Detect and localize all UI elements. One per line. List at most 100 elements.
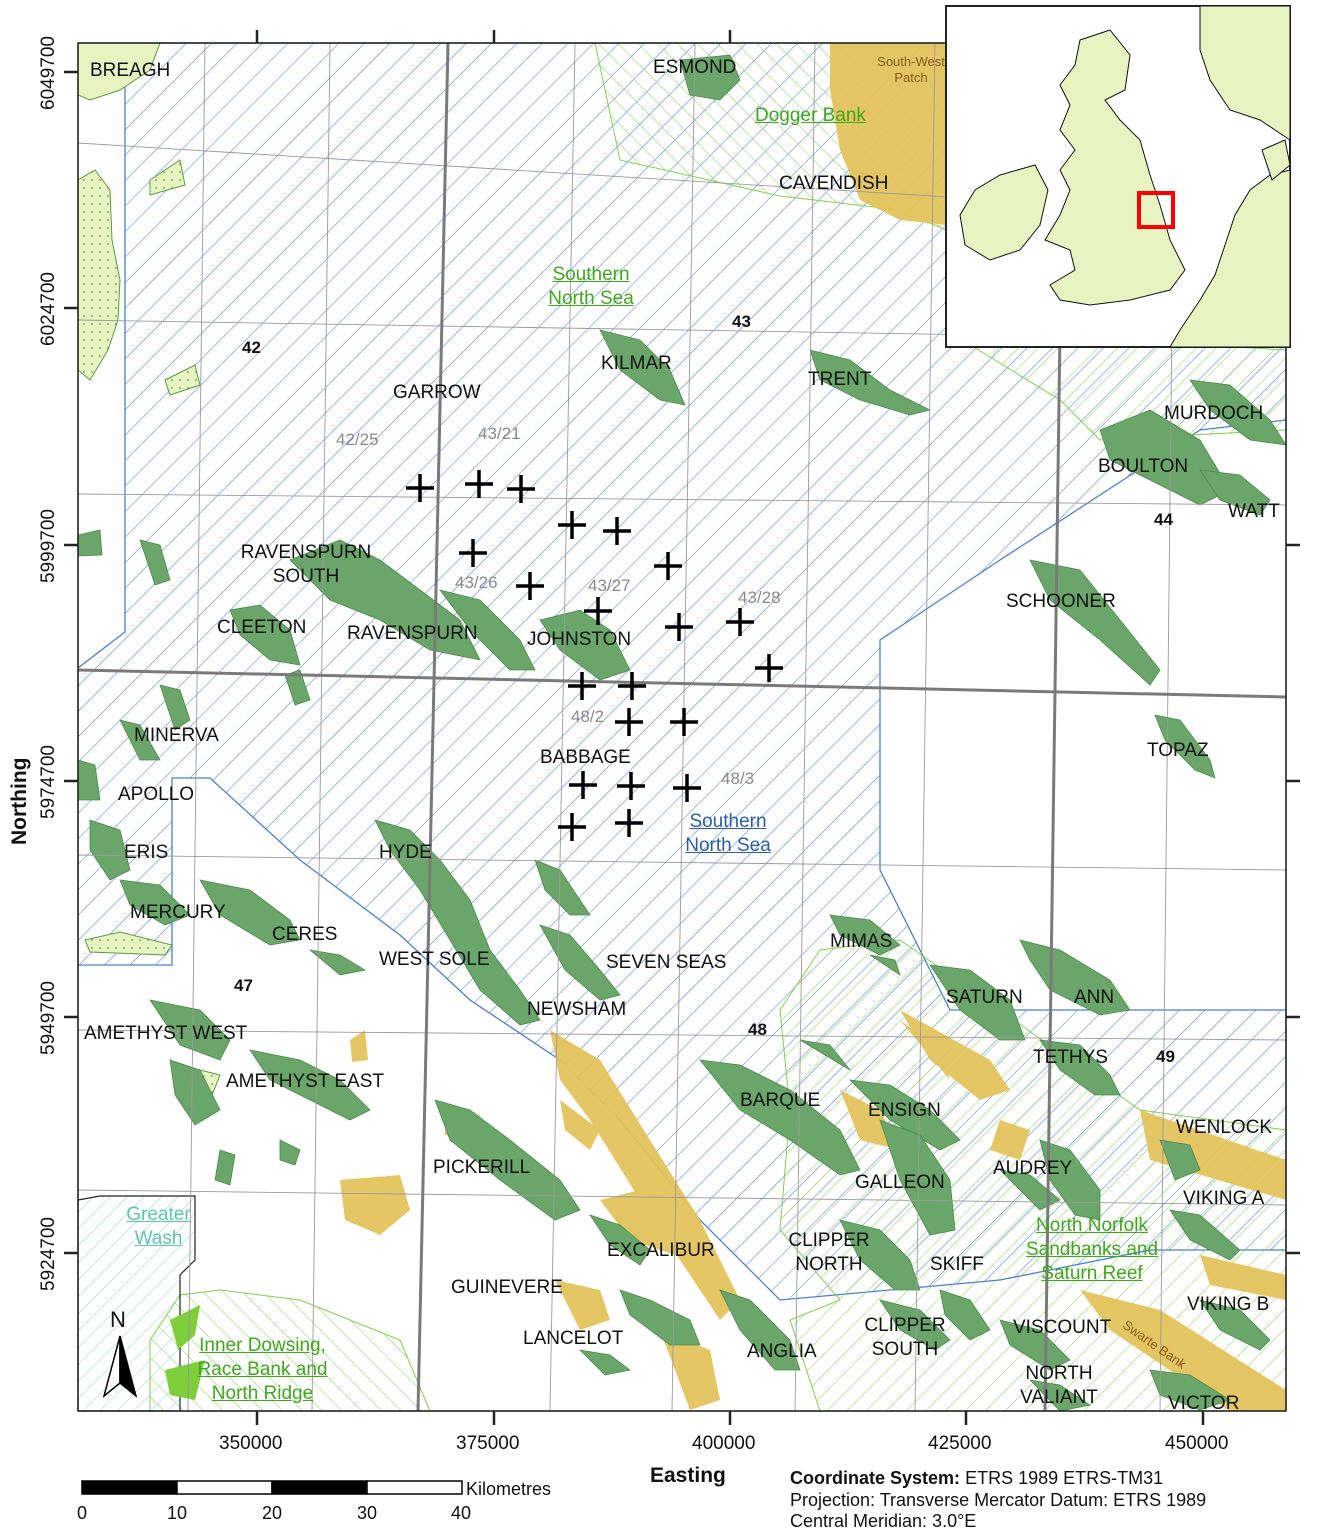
inset-denmark-land <box>1261 139 1291 181</box>
survey-cross-marker <box>670 708 698 736</box>
field-label: CLIPPER NORTH <box>788 1230 870 1276</box>
field-label: VIKING B <box>1187 1294 1270 1315</box>
field-label: SCHOONER <box>1006 591 1116 612</box>
field-label: VIKING A <box>1183 1188 1265 1209</box>
field-label: AMETHYST WEST <box>84 1023 248 1044</box>
quadrant-label: 48 <box>748 1020 767 1039</box>
y-tick-label: 5949700 <box>38 981 59 1055</box>
coast-land <box>164 364 201 396</box>
scale-label: 20 <box>262 1503 283 1523</box>
quadrant-label: 42 <box>242 338 261 357</box>
field-label: JOHNSTON <box>527 629 632 650</box>
survey-cross-marker <box>603 517 631 545</box>
sandbank-label: South-West Patch <box>877 54 945 85</box>
x-tick-label: 350000 <box>219 1433 283 1454</box>
field-label: ANN <box>1074 987 1115 1008</box>
field-label: VICTOR <box>1168 1393 1240 1414</box>
protected-area-label: Dogger Bank <box>755 105 866 126</box>
x-tick-label: 450000 <box>1165 1433 1229 1454</box>
x-axis-title: Easting <box>650 1464 726 1487</box>
inset-ireland-land <box>959 164 1049 261</box>
field-label: BOULTON <box>1098 456 1189 477</box>
x-tick-label: 375000 <box>456 1433 520 1454</box>
field-label: TRENT <box>808 369 872 390</box>
field-label: MERCURY <box>130 902 226 923</box>
quadrant-label: 49 <box>1156 1047 1175 1066</box>
field-label: LANCELOT <box>523 1328 624 1349</box>
survey-cross-marker <box>568 672 596 700</box>
field-label: EXCALIBUR <box>607 1240 715 1261</box>
survey-cross-marker <box>569 771 597 799</box>
field-label: MIMAS <box>830 931 893 952</box>
quadrant-label: 47 <box>234 976 253 995</box>
survey-cross-marker <box>558 511 586 539</box>
inset-europe-land <box>1169 169 1291 348</box>
field-label: WENLOCK <box>1176 1117 1273 1138</box>
coast-land <box>78 43 161 101</box>
north-norfolk-area <box>779 939 1286 1411</box>
north-arrow-icon <box>102 1335 138 1399</box>
survey-cross-marker <box>654 552 682 580</box>
field-label: NEWSHAM <box>527 999 627 1020</box>
survey-cross-marker <box>406 474 434 502</box>
coast-land <box>149 159 186 196</box>
coordinate-info: Coordinate System: ETRS 1989 ETRS-TM31 P… <box>790 1468 1206 1533</box>
field-label: CERES <box>272 924 338 945</box>
field-label: AMETHYST EAST <box>226 1071 385 1092</box>
field-label: BABBAGE <box>540 747 631 768</box>
north-arrow-label: N <box>110 1307 126 1332</box>
survey-cross-marker <box>615 809 643 837</box>
field-label: RAVENSPURN <box>347 623 478 644</box>
field-label: SEVEN SEAS <box>606 952 727 973</box>
block-label: 42/25 <box>336 430 379 449</box>
block-label: 43/28 <box>738 588 781 607</box>
block-grid <box>78 43 1286 1411</box>
scale-label: 30 <box>357 1503 378 1523</box>
quadrant-grid <box>78 43 1286 1411</box>
survey-cross-marker <box>459 539 487 567</box>
survey-cross-marker <box>618 672 646 700</box>
coast-land <box>165 1305 205 1400</box>
inset-scandinavia-land <box>1199 5 1291 141</box>
field-label: PICKERILL <box>433 1157 531 1178</box>
sns-protected-area <box>78 43 1286 1301</box>
projection-text: Projection: Transverse Mercator Datum: E… <box>790 1489 1207 1510</box>
protected-area-label: North Norfolk Sandbanks and Saturn Reef <box>1025 1215 1159 1284</box>
field-label: BREAGH <box>90 60 171 81</box>
field-label: KILMAR <box>601 353 672 374</box>
y-tick-label: 5974700 <box>38 745 59 819</box>
protected-area-label: Southern North Sea <box>548 264 634 309</box>
field-label: GALLEON <box>855 1172 945 1193</box>
block-label: 43/26 <box>455 573 498 592</box>
field-label: ERIS <box>124 842 169 863</box>
survey-cross-marker <box>673 774 701 802</box>
field-label: CLIPPER SOUTH <box>864 1315 946 1361</box>
survey-cross-marker <box>617 772 645 800</box>
scale-label: 0 <box>77 1503 88 1523</box>
field-label: HYDE <box>379 842 432 863</box>
field-label: TETHYS <box>1033 1047 1108 1068</box>
scale-unit: Kilometres <box>466 1479 552 1499</box>
field-label: ENSIGN <box>868 1100 941 1121</box>
field-label: WEST SOLE <box>379 949 490 970</box>
y-tick-label: 6049700 <box>38 36 59 110</box>
quadrant-label: 44 <box>1154 510 1173 529</box>
inner-dowsing-area <box>149 1289 431 1411</box>
field-label: TOPAZ <box>1147 740 1209 761</box>
survey-cross-marker <box>516 572 544 600</box>
field-label: CLEETON <box>217 617 307 638</box>
field-label: GUINEVERE <box>451 1277 563 1298</box>
field-label: ANGLIA <box>747 1341 817 1362</box>
y-tick-label: 5924700 <box>38 1217 59 1291</box>
location-box <box>1137 191 1175 229</box>
gas-fields <box>78 54 1286 1411</box>
survey-cross-marker <box>507 475 535 503</box>
field-label: NORTH VALIANT <box>1020 1363 1098 1409</box>
coast-land <box>84 931 173 956</box>
x-tick-label: 425000 <box>928 1433 992 1454</box>
survey-cross-marker <box>465 470 493 498</box>
y-axis-title: Northing <box>8 757 31 845</box>
axis-ticks <box>64 30 1300 1425</box>
survey-crosses <box>406 470 783 841</box>
field-label: BARQUE <box>740 1090 821 1111</box>
